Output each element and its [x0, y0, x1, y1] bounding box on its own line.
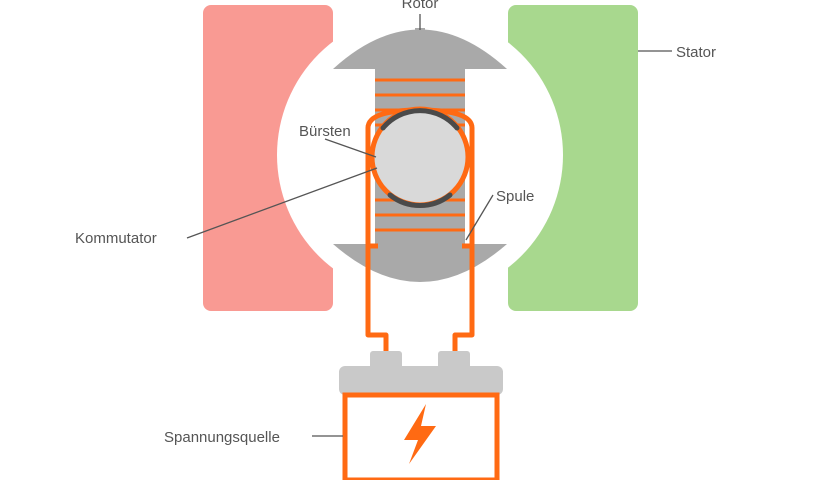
rotor-bottom-pole: [333, 244, 507, 282]
leader-brushes: [324, 138, 377, 158]
supply-wire-left: [365, 180, 389, 358]
label-rotor: Rotor: [402, 0, 439, 12]
rotor-top-stem: [415, 28, 425, 38]
lightning-bolt-icon: [404, 404, 436, 464]
label-brushes: Bürsten: [299, 123, 351, 140]
leader-coil: [465, 194, 494, 241]
supply-wire-right: [452, 180, 475, 358]
label-coil: Spule: [496, 188, 534, 205]
rotor-top-pole: [333, 29, 507, 69]
brush-top: [380, 108, 460, 131]
label-commutator: Kommutator: [75, 230, 157, 247]
brush-bottom: [387, 192, 453, 209]
label-stator: Stator: [676, 44, 716, 61]
leader-commutator: [186, 167, 378, 239]
battery-lid: [339, 366, 503, 395]
label-power-source: Spannungsquelle: [164, 429, 280, 446]
